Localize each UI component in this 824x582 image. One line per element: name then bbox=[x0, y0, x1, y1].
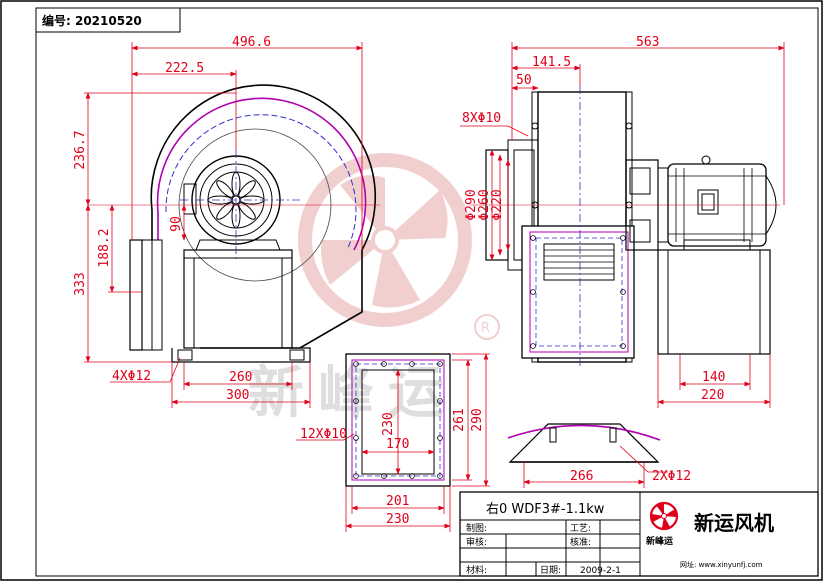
dim-side-141: 141.5 bbox=[532, 55, 571, 70]
label-draw: 制图: bbox=[466, 522, 487, 534]
title-block bbox=[459, 491, 819, 577]
flange-dimensions bbox=[296, 353, 490, 532]
front-view bbox=[88, 84, 380, 363]
watermark-logo: R bbox=[298, 153, 500, 340]
dim-front-holes: 4XΦ12 bbox=[112, 369, 151, 384]
dim-front-width: 496.6 bbox=[232, 35, 271, 50]
company-website: 网址: www.xinyunfj.com bbox=[680, 560, 763, 569]
dim-side-total: 563 bbox=[636, 35, 659, 50]
front-dimensions bbox=[84, 42, 363, 408]
svg-text:R: R bbox=[481, 321, 490, 336]
dim-side-140: 140 bbox=[702, 370, 725, 385]
dim-flange-230h: 230 bbox=[386, 512, 409, 527]
side-view bbox=[470, 86, 780, 366]
side-dimensions bbox=[460, 42, 785, 408]
serial-number: 编号: 20210520 bbox=[41, 13, 142, 28]
serial-box bbox=[35, 7, 181, 33]
dim-flange-holes: 12XΦ10 bbox=[300, 427, 347, 442]
label-check: 核准: bbox=[570, 536, 591, 548]
dim-flange-170: 170 bbox=[386, 437, 409, 452]
dim-side-bolts: 8XΦ10 bbox=[462, 111, 501, 126]
dim-side-290: Φ290 bbox=[464, 189, 479, 220]
watermark-text: 新峰运 bbox=[248, 361, 458, 426]
dim-front-top: 236.7 bbox=[73, 130, 88, 169]
dim-side-260: Φ260 bbox=[477, 189, 492, 220]
dim-front-outlet: 188.2 bbox=[97, 228, 112, 267]
dim-side-220w: 220 bbox=[701, 388, 724, 403]
dim-foot-holes: 2XΦ12 bbox=[652, 469, 691, 484]
dim-side-50: 50 bbox=[516, 73, 532, 88]
model-name: 右0 WDF3#-1.1kw bbox=[486, 502, 605, 517]
dim-front-half: 222.5 bbox=[165, 61, 204, 76]
inner-frame bbox=[35, 7, 819, 577]
dim-flange-290: 290 bbox=[470, 408, 485, 431]
logo-text: 新峰运 bbox=[646, 535, 674, 547]
company-name: 新运风机 bbox=[694, 511, 774, 535]
drawing-date: 2009-2-1 bbox=[580, 566, 621, 576]
label-craft: 工艺: bbox=[570, 523, 591, 534]
dim-flange-230v: 230 bbox=[381, 412, 396, 435]
dim-foot-266: 266 bbox=[570, 469, 593, 484]
dim-flange-201: 201 bbox=[386, 494, 409, 509]
label-material: 材料: bbox=[466, 564, 487, 576]
company-logo-icon bbox=[649, 501, 679, 531]
foot-view bbox=[507, 423, 661, 463]
dim-side-220: Φ220 bbox=[490, 189, 505, 220]
dim-front-300: 300 bbox=[226, 388, 249, 403]
label-date: 日期: bbox=[540, 565, 561, 576]
label-review: 审核: bbox=[466, 536, 487, 548]
dim-front-260: 260 bbox=[229, 370, 252, 385]
dim-front-90: 90 bbox=[169, 216, 184, 232]
dim-front-bottom: 333 bbox=[73, 272, 88, 295]
foot-dimensions bbox=[523, 445, 668, 488]
dim-flange-261: 261 bbox=[452, 408, 467, 431]
